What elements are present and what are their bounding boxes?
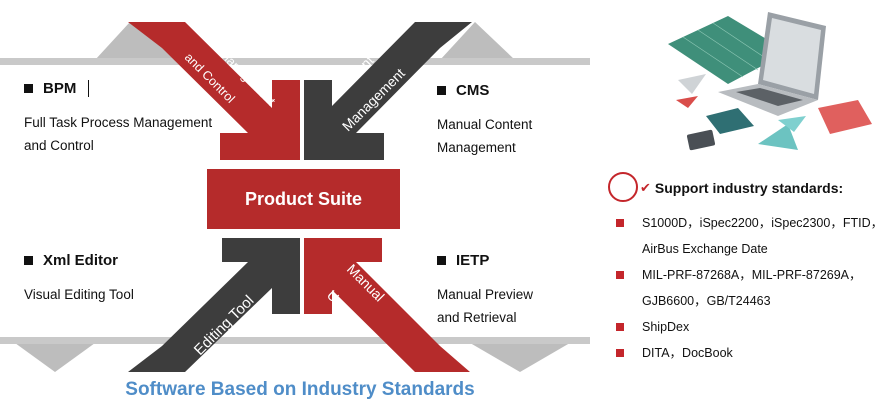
ietp-description: Manual Preview and Retrieval — [437, 283, 533, 329]
bpm-desc-line: and Control — [24, 138, 94, 153]
block-ietp: IETP Manual Preview and Retrieval — [437, 252, 533, 329]
arrow-editing-tool — [128, 238, 300, 372]
standards-list-item: ShipDex — [608, 314, 889, 340]
circle-highlight-icon — [608, 172, 638, 202]
band-bottom — [0, 337, 590, 344]
laptop-keyboard-shape — [736, 88, 803, 106]
arrow-content-management — [304, 22, 472, 160]
phone-shape — [686, 129, 716, 151]
cms-title: CMS — [456, 82, 490, 99]
band-top — [0, 58, 590, 65]
standards-heading: Support industry standards: — [654, 180, 844, 196]
arrow-task-management — [128, 22, 300, 160]
block-bpm: BPM Full Task Process Management and Con… — [24, 80, 212, 157]
standards-line: ShipDex — [642, 320, 690, 334]
laptop-illustration — [668, 12, 872, 151]
standards-list-item: S1000D，iSpec2200，iSpec2300，FTID， AirBus … — [608, 210, 889, 262]
ietp-title-row: IETP — [437, 252, 533, 269]
square-bullet-icon — [437, 256, 446, 265]
cms-desc-line: Manual Content — [437, 117, 533, 132]
bpm-title-row: BPM — [24, 80, 212, 97]
ietp-desc-line: Manual Preview — [437, 287, 534, 302]
check-mark-icon: ✔ — [640, 180, 651, 195]
square-bullet-icon — [24, 256, 33, 265]
cms-description: Manual Content Management — [437, 113, 532, 159]
arrow-manual-usage — [304, 238, 470, 372]
tablet-shape — [706, 108, 754, 134]
standards-line: DITA，DocBook — [642, 346, 733, 360]
ietp-title: IETP — [456, 252, 490, 269]
standards-panel: ✔ Support industry standards: S1000D，iSp… — [608, 172, 889, 366]
ietp-desc-line: and Retrieval — [437, 310, 517, 325]
gray-wedge-top-right — [440, 22, 515, 60]
standards-line: GJB6600，GB/T24463 — [642, 294, 771, 308]
notebook-shape — [818, 100, 872, 134]
block-cms: CMS Manual Content Management — [437, 82, 532, 159]
cms-desc-line: Management — [437, 140, 516, 155]
standards-list-item: DITA，DocBook — [608, 340, 889, 366]
ruler-red-shape — [676, 96, 698, 108]
footer-title: Software Based on Industry Standards — [125, 379, 475, 400]
ruler-shape — [758, 124, 798, 150]
block-xml-editor: Xml Editor Visual Editing Tool — [24, 252, 134, 306]
xml-desc-line: Visual Editing Tool — [24, 287, 134, 302]
standards-line: AirBus Exchange Date — [642, 242, 768, 256]
red-square-bullet-icon — [616, 349, 624, 357]
cms-title-row: CMS — [437, 82, 532, 99]
red-square-bullet-icon — [616, 323, 624, 331]
standards-line: MIL-PRF-87268A，MIL-PRF-87269A， — [642, 268, 862, 282]
laptop-display-shape — [763, 18, 821, 94]
bpm-title: BPM — [43, 80, 77, 97]
xml-title-row: Xml Editor — [24, 252, 134, 269]
xml-description: Visual Editing Tool — [24, 283, 134, 306]
red-square-bullet-icon — [616, 219, 624, 227]
standards-line: S1000D，iSpec2200，iSpec2300，FTID， — [642, 216, 884, 230]
gray-wedge-bottom-right — [465, 340, 575, 372]
red-square-bullet-icon — [616, 271, 624, 279]
product-suite-label: Product Suite — [244, 188, 362, 209]
arrows-diagram: Task Management and Control Content Mana… — [0, 22, 590, 372]
bpm-desc-line: Full Task Process Management — [24, 115, 213, 130]
product-suite-box: Product Suite — [207, 169, 400, 229]
gray-wedge-bottom-left — [15, 343, 95, 372]
standards-list-item: MIL-PRF-87268A，MIL-PRF-87269A， GJB6600，G… — [608, 262, 889, 314]
protractor-shape — [678, 74, 706, 94]
square-bullet-icon — [24, 84, 33, 93]
bpm-description: Full Task Process Management and Control — [24, 111, 212, 157]
triangle-teal-shape — [778, 116, 806, 132]
standards-list: S1000D，iSpec2200，iSpec2300，FTID， AirBus … — [608, 210, 889, 366]
text-cursor — [88, 80, 90, 97]
xml-title: Xml Editor — [43, 252, 119, 269]
square-bullet-icon — [437, 86, 446, 95]
standards-heading-row: ✔ Support industry standards: — [608, 172, 889, 202]
